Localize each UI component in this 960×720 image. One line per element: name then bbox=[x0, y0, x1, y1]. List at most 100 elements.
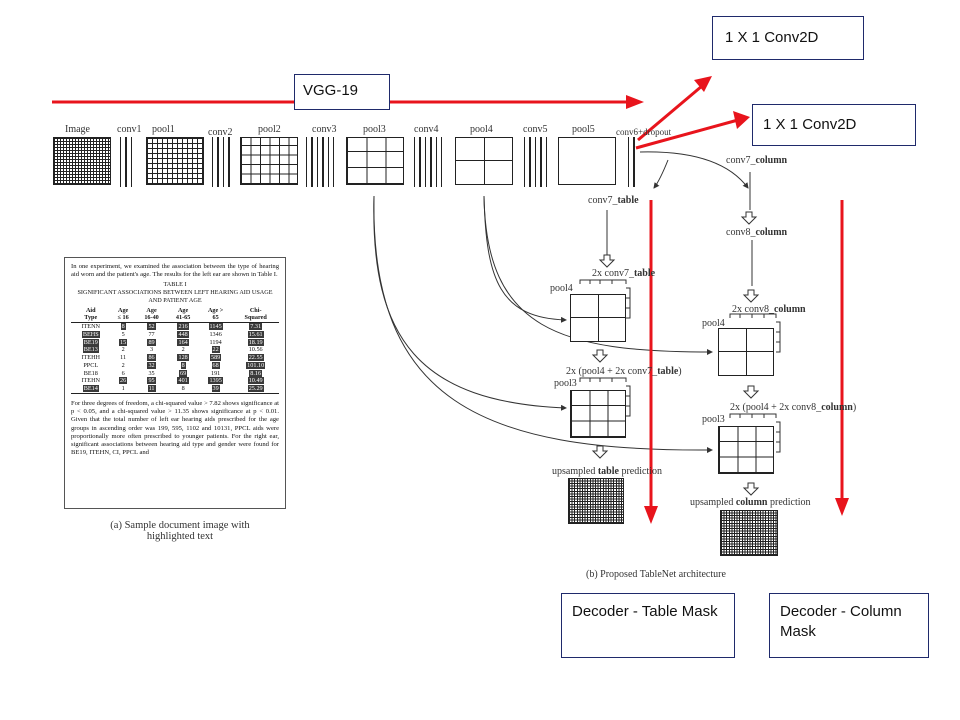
table-cell: 77 bbox=[148, 330, 155, 338]
table-cell: 589 bbox=[199, 354, 232, 362]
column-prediction-grid bbox=[720, 510, 778, 556]
highlighted-value: 25.29 bbox=[247, 385, 264, 393]
highlighted-value: 10.49 bbox=[247, 377, 264, 385]
hollow-arrow-2 bbox=[740, 211, 758, 225]
table-cell: 191 bbox=[210, 369, 221, 377]
header-cell: Age bbox=[177, 306, 189, 314]
table-cell: 8 bbox=[111, 323, 136, 331]
table-cell: BE19 bbox=[71, 338, 111, 347]
table-cell: 26 bbox=[111, 377, 136, 385]
pool3-grid bbox=[346, 137, 404, 185]
label-conv2: conv2 bbox=[208, 127, 233, 138]
highlighted-value: 22 bbox=[211, 346, 220, 354]
label-sum-column: 2x (pool4 + 2x conv8_column) bbox=[730, 402, 857, 413]
caption-a-line1: (a) Sample document image with bbox=[110, 520, 250, 531]
highlighted-value: 22.55 bbox=[247, 354, 264, 362]
caption-b: (b) Proposed TableNet architecture bbox=[586, 569, 726, 580]
input-image-grid bbox=[53, 137, 111, 185]
table-cell: 15.61 bbox=[232, 330, 279, 339]
table-cell: 8 bbox=[167, 361, 199, 370]
label-sum-table: 2x (pool4 + 2x conv7_table) bbox=[566, 366, 682, 377]
label-pool4: pool4 bbox=[470, 124, 493, 135]
table-cell: 7.31 bbox=[232, 323, 279, 331]
table-cell: 35 bbox=[148, 369, 155, 377]
label-pool1: pool1 bbox=[152, 124, 175, 135]
caption-a: (a) Sample document image with highlight… bbox=[90, 520, 270, 542]
table-prediction-grid bbox=[568, 478, 624, 524]
highlighted-value: 8 bbox=[180, 361, 186, 369]
label-pool3-table: pool3 bbox=[554, 378, 577, 389]
highlighted-value: 8.16 bbox=[249, 369, 263, 377]
conv4-layers bbox=[414, 137, 446, 187]
highlighted-value: 7.31 bbox=[249, 323, 263, 331]
highlighted-value: BE14 bbox=[82, 385, 99, 393]
label-image: Image bbox=[65, 124, 90, 135]
label-conv3: conv3 bbox=[312, 124, 337, 135]
conv6-layers bbox=[628, 137, 639, 187]
table-cell: 68 bbox=[199, 361, 232, 370]
hollow-arrow-6 bbox=[591, 445, 609, 459]
table-cell: 15 bbox=[111, 338, 136, 347]
label-conv8-column: conv8_column bbox=[726, 227, 788, 238]
header-cell: Age bbox=[117, 306, 129, 314]
pool4-grid bbox=[455, 137, 513, 185]
highlighted-value: 15.61 bbox=[247, 330, 264, 338]
highlighted-value: 216 bbox=[177, 323, 189, 331]
pool4-skip-table bbox=[483, 195, 567, 323]
table-pool3-grid bbox=[570, 390, 626, 438]
doc-table: Aid Age Age Age Age > Chi- Type ≤ 16 16-… bbox=[71, 307, 279, 394]
table-cell: ITEHH bbox=[81, 354, 101, 362]
table-cell: 1395 bbox=[199, 377, 232, 385]
table-cell: 95 bbox=[136, 377, 168, 385]
highlighted-value: 101.10 bbox=[246, 361, 266, 369]
label-conv7-table: conv7_table bbox=[588, 195, 639, 206]
table-cell: 18.19 bbox=[232, 338, 279, 347]
table-cell: 128 bbox=[167, 354, 199, 362]
conv1x1-right-box: 1 X 1 Conv2D bbox=[752, 104, 916, 146]
table-cell: PPCL bbox=[83, 361, 99, 369]
pool4-skip-column bbox=[483, 195, 713, 355]
label-conv4: conv4 bbox=[414, 124, 439, 135]
highlighted-value: 86 bbox=[147, 354, 156, 362]
label-pool3: pool3 bbox=[363, 124, 386, 135]
label-table-prediction: upsampled table prediction bbox=[552, 466, 662, 477]
highlighted-value: 589 bbox=[209, 354, 222, 362]
table-cell: BE13 bbox=[71, 346, 111, 354]
pool2-grid bbox=[240, 137, 298, 185]
highlighted-value: 1145 bbox=[208, 323, 223, 331]
table-cell: 6 bbox=[121, 369, 125, 377]
table-cell: 3 bbox=[150, 346, 154, 354]
highlighted-value: 95 bbox=[147, 377, 156, 385]
table-cell: 89 bbox=[136, 338, 168, 347]
table-cell: 101.10 bbox=[232, 361, 279, 370]
highlighted-value: 68 bbox=[211, 361, 220, 369]
table-cell: 8.16 bbox=[232, 369, 279, 378]
highlighted-value: 448 bbox=[177, 330, 189, 338]
sample-document: In one experiment, we examined the assoc… bbox=[64, 257, 286, 509]
label-pool3-column: pool3 bbox=[702, 414, 725, 425]
doc-para2: For three degrees of freedom, a chi-squa… bbox=[71, 399, 279, 457]
hollow-arrow-3 bbox=[742, 289, 760, 303]
table-cell: BEHS bbox=[71, 330, 111, 339]
conv1x1-top-box: 1 X 1 Conv2D bbox=[712, 16, 864, 60]
table-cell: ITENN bbox=[81, 323, 101, 331]
vgg-19-box: VGG-19 bbox=[294, 74, 390, 110]
decoder-table-mask-box: Decoder - Table Mask bbox=[561, 593, 735, 658]
column-pool3-grid bbox=[718, 426, 774, 474]
table-cell: BE14 bbox=[71, 385, 111, 393]
header-cell: Chi- bbox=[249, 306, 262, 314]
table-cell: ITEHN bbox=[81, 377, 101, 385]
hollow-arrow-5 bbox=[742, 385, 760, 399]
highlighted-value: 39 bbox=[211, 385, 220, 393]
decoder-column-mask-box: Decoder - Column Mask bbox=[769, 593, 929, 658]
conv6-to-conv7-table-curve bbox=[653, 159, 669, 189]
doc-intro: In one experiment, we examined the assoc… bbox=[71, 263, 279, 279]
